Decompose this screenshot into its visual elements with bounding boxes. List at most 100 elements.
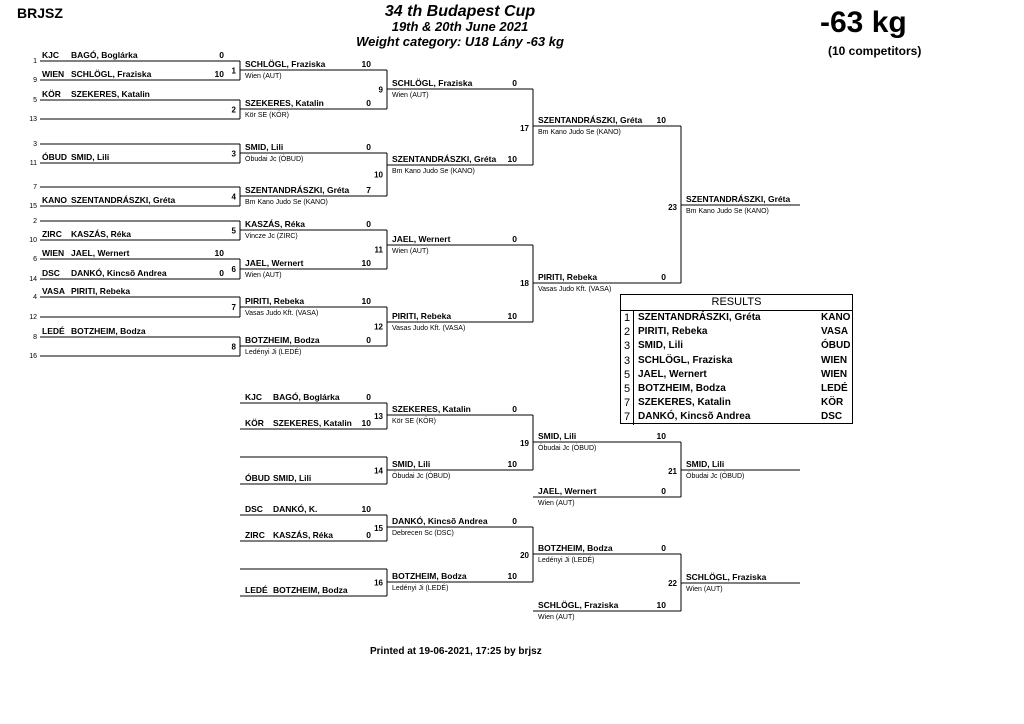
r1-winner-name: BOTZHEIM, Bodza	[245, 335, 320, 345]
competitor-count: (10 competitors)	[828, 44, 922, 58]
printed-footer: Printed at 19-06-2021, 17:25 by brjsz	[370, 646, 542, 657]
repechage-entry-name: BOTZHEIM, Bodza	[273, 585, 348, 595]
repechage-winner-score: 10	[508, 571, 518, 581]
bronze-match-number: 22	[668, 579, 677, 588]
repechage-entry-club: ZIRC	[245, 530, 265, 540]
results-place: 5	[621, 381, 634, 397]
r2-winner-club: Bm Kano Judo Se (KANO)	[392, 168, 475, 175]
r1-winner-club: Ledényi Ji (LEDÉ)	[245, 347, 301, 356]
repechage-winner-club: Ledényi Ji (LEDÉ)	[392, 583, 448, 592]
final-match-number: 23	[668, 203, 677, 212]
results-name: SZENTANDRÁSZKI, Gréta	[638, 312, 761, 323]
r1-match-number: 3	[232, 150, 237, 159]
bronze-feeder-name: JAEL, Wernert	[538, 486, 597, 496]
draw-name: SZEKERES, Katalin	[71, 89, 150, 99]
repechage-entry-score: 10	[362, 418, 372, 428]
repechage-winner-name: SMID, Lili	[392, 459, 430, 469]
r1-winner-club: Wien (AUT)	[245, 272, 282, 279]
repechage-winner-score: 10	[508, 459, 518, 469]
bronze-feeder-name: SCHLÖGL, Fraziska	[538, 600, 619, 610]
results-name: BOTZHEIM, Bodza	[638, 382, 726, 394]
bronze-feeder-club: Ledényi Ji (LEDÉ)	[538, 555, 594, 564]
draw-name: SCHLÖGL, Fraziska	[71, 69, 152, 79]
repechage-match-number: 16	[374, 579, 383, 588]
draw-name: BAGÓ, Boglárka	[71, 49, 138, 60]
r2-match-number: 11	[375, 246, 384, 255]
r2-winner-name: PIRITI, Rebeka	[392, 311, 451, 321]
draw-name: KASZÁS, Réka	[71, 229, 131, 239]
draw-club: VASA	[42, 286, 65, 296]
r1-match-number: 5	[232, 227, 237, 236]
r2-winner-name: JAEL, Wernert	[392, 234, 451, 244]
rep2-match-number: 19	[520, 439, 529, 448]
draw-club: WIEN	[42, 248, 64, 258]
repechage-winner-name: DANKÓ, Kincsõ Andrea	[392, 515, 488, 526]
r1-winner-club: Kör SE (KÖR)	[245, 111, 289, 119]
r1-winner-name: PIRITI, Rebeka	[245, 296, 304, 306]
results-club: WIEN	[821, 368, 848, 380]
draw-seed: 12	[29, 314, 37, 321]
r1-winner-club: Óbudai Jc (ÓBUD)	[245, 154, 303, 163]
bronze-winner-club: Óbudai Jc (ÓBUD)	[686, 471, 744, 480]
bronze-feeder-score: 0	[661, 543, 666, 553]
repechage-entry-club: LEDÉ	[245, 585, 268, 595]
repechage-winner-score: 0	[512, 404, 517, 414]
r2-winner-score: 10	[508, 311, 518, 321]
repechage-winner-name: SZEKERES, Katalin	[392, 404, 471, 414]
r1-match-number: 1	[232, 67, 237, 76]
r1-winner-name: SCHLÖGL, Fraziska	[245, 59, 326, 69]
draw-seed: 2	[33, 218, 37, 225]
repechage-entry-name: SZEKERES, Katalin	[273, 418, 352, 428]
draw-club: KANO	[42, 195, 67, 205]
r1-match-number: 6	[232, 265, 237, 274]
draw-club: KÖR	[42, 89, 61, 99]
bronze-feeder-name: BOTZHEIM, Bodza	[538, 543, 613, 553]
draw-score: 10	[215, 69, 225, 79]
repechage-winner-club: Óbudai Jc (ÓBUD)	[392, 471, 450, 480]
draw-score: 0	[219, 50, 224, 60]
r1-winner-name: JAEL, Wernert	[245, 258, 304, 268]
champion-club: Bm Kano Judo Se (KANO)	[686, 208, 769, 215]
results-name: JAEL, Wernert	[638, 368, 707, 380]
bronze-match-number: 21	[668, 467, 677, 476]
draw-seed: 14	[29, 276, 37, 283]
repechage-entry-name: DANKÓ, K.	[273, 503, 317, 514]
bronze-feeder-score: 10	[657, 600, 667, 610]
draw-seed: 13	[29, 116, 37, 123]
repechage-entry-score: 10	[362, 504, 372, 514]
r1-winner-club: Bm Kano Judo Se (KANO)	[245, 199, 328, 206]
r2-winner-club: Vasas Judo Kft. (VASA)	[392, 325, 465, 332]
draw-name: JAEL, Wernert	[71, 248, 130, 258]
r1-winner-score: 0	[366, 98, 371, 108]
results-name: SCHLÖGL, Fraziska	[638, 354, 733, 366]
bronze-winner-name: SMID, Lili	[686, 459, 724, 469]
draw-seed: 15	[29, 203, 37, 210]
draw-seed: 3	[33, 141, 37, 148]
repechage-entry-club: KÖR	[245, 418, 264, 428]
draw-score: 0	[219, 268, 224, 278]
weight-class-label: -63 kg	[820, 6, 907, 39]
repechage-winner-name: BOTZHEIM, Bodza	[392, 571, 467, 581]
bronze-winner-name: SCHLÖGL, Fraziska	[686, 572, 767, 582]
champion-name: SZENTANDRÁSZKI, Gréta	[686, 194, 790, 204]
rep2-match-number: 20	[520, 551, 529, 560]
organizer-logo-text: BRJSZ	[17, 5, 63, 21]
r1-winner-score: 0	[366, 219, 371, 229]
draw-seed: 4	[33, 294, 37, 301]
bronze-feeder-score: 10	[657, 431, 667, 441]
r2-winner-score: 0	[512, 78, 517, 88]
repechage-entry-club: DSC	[245, 504, 263, 514]
bronze-feeder-club: Wien (AUT)	[538, 500, 575, 507]
r1-match-number: 4	[232, 193, 237, 202]
results-name: DANKÓ, Kincsõ Andrea	[638, 411, 751, 423]
r1-winner-name: SZEKERES, Katalin	[245, 98, 324, 108]
draw-club: ÓBUD	[42, 151, 67, 162]
results-title: RESULTS	[621, 295, 852, 311]
draw-seed: 10	[29, 237, 37, 244]
r1-match-number: 2	[232, 106, 237, 115]
r2-winner-club: Wien (AUT)	[392, 92, 429, 99]
